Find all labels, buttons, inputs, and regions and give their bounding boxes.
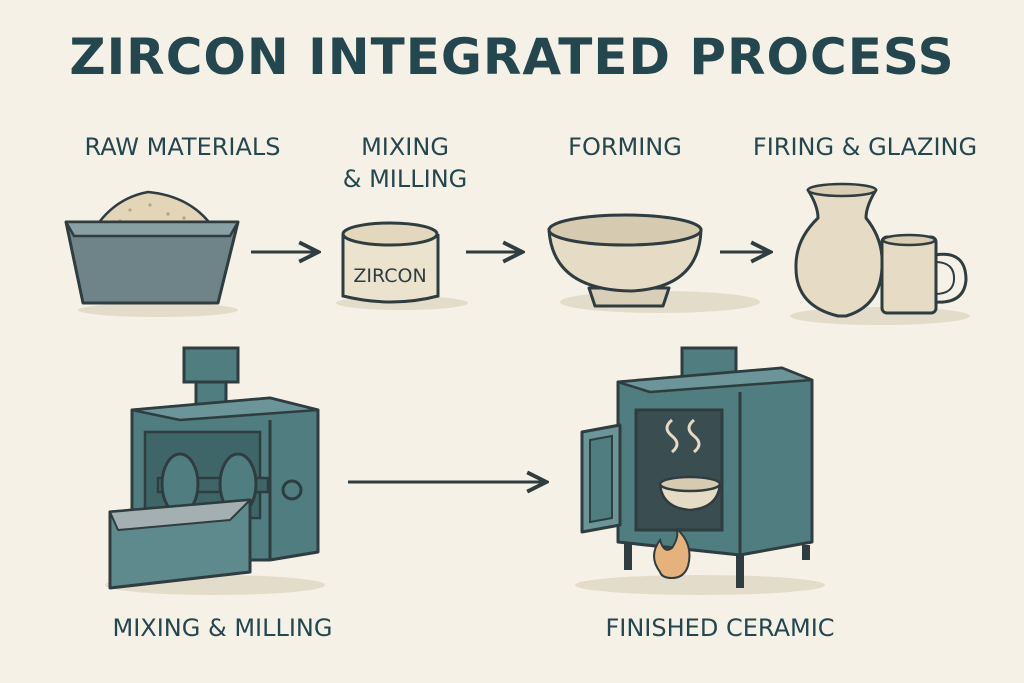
bowl-icon (547, 213, 760, 313)
step-label-firing-glazing: FIRING & GLAZING (752, 133, 978, 161)
flame-icon (653, 527, 691, 580)
bottom-label-finished-ceramic: FINISHED CERAMIC (605, 614, 835, 642)
sand-bin-icon (64, 190, 240, 317)
step-label-raw-materials: RAW MATERIALS (84, 133, 281, 161)
kiln-icon (575, 346, 825, 595)
bottom-label-mixing-milling: MIXING & MILLING (112, 614, 333, 642)
milling-machine-icon (105, 346, 325, 595)
page-title: ZIRCON INTEGRATED PROCESS (69, 28, 955, 86)
zircon-jar-icon: ZIRCON (336, 221, 468, 310)
vase-and-mug-icon (790, 182, 970, 325)
step-label-forming: FORMING (568, 133, 682, 161)
jar-label: ZIRCON (353, 265, 426, 287)
step-label-mixing-milling: MIXING & MILLING (342, 133, 468, 193)
